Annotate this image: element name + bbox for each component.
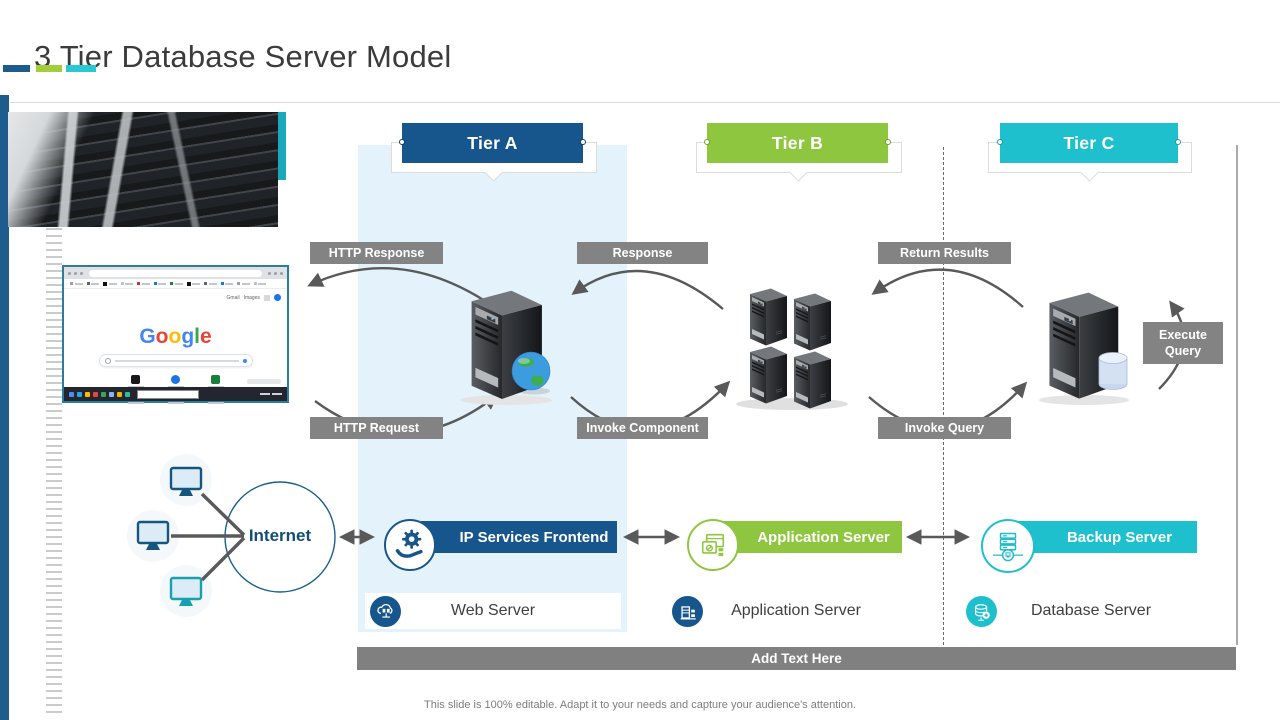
response-label: Response: [577, 242, 708, 264]
header-divider: [10, 102, 1280, 103]
forward-icon: [74, 271, 77, 275]
dash-column: [46, 228, 62, 718]
app-windows-icon: [701, 533, 725, 557]
app-rack-icon: [672, 596, 703, 627]
monitor-icon: [169, 466, 203, 496]
backup-server-bar: Backup Server: [1012, 521, 1197, 553]
photo-accent-bar: [278, 112, 286, 180]
shadow: [1039, 395, 1129, 405]
application-server-badge: [687, 519, 739, 571]
backup-server-badge: [981, 519, 1035, 573]
gmail-link: Gmail: [226, 294, 240, 301]
taskbar-search: [137, 389, 199, 399]
search-icon: [104, 357, 111, 364]
profile-icon: [274, 271, 277, 275]
tier-b-label: Tier B: [771, 132, 824, 153]
application-server-cluster: [750, 288, 831, 409]
invoke-query-label: Invoke Query: [878, 417, 1011, 439]
gear-hand-icon: [395, 529, 423, 558]
database-add-icon: [966, 596, 997, 627]
handle-dot: [885, 139, 891, 145]
handle-dot: [704, 139, 710, 145]
application-server-row: Application Server: [731, 602, 861, 619]
cloud-server-icon: [370, 596, 401, 627]
title-accent-green: [36, 65, 62, 72]
internet-label: Internet: [248, 526, 312, 545]
handle-dot: [1175, 139, 1181, 145]
application-server-bar: Application Server: [713, 521, 902, 553]
right-boundary-line: [1236, 145, 1238, 645]
browser-content: Gmail Images Google: [64, 289, 287, 404]
http-request-label: HTTP Request: [310, 417, 443, 439]
back-icon: [68, 271, 71, 275]
left-accent-bar: [0, 95, 9, 720]
return-results-arc: [871, 268, 1024, 308]
http-response-label: HTTP Response: [310, 242, 443, 264]
return-results-label: Return Results: [878, 242, 1011, 264]
avatar: [274, 294, 281, 301]
handle-dot: [997, 139, 1003, 145]
browser-toolbar: [64, 267, 287, 279]
tier-a-header: Tier A: [399, 123, 586, 163]
menu-icon: [280, 271, 283, 275]
tier-b-header: Tier B: [704, 123, 891, 163]
monitor-icon: [136, 520, 170, 550]
apps-grid-icon: [264, 294, 270, 301]
title-accent-cyan: [66, 65, 96, 72]
search-input: [98, 354, 253, 367]
reload-icon: [80, 271, 83, 275]
google-logo: Google: [139, 325, 212, 348]
tier-c-label: Tier C: [1063, 132, 1115, 153]
database-server-row: Database Server: [1030, 602, 1152, 619]
taskbar: [64, 387, 287, 401]
tier-c-header: Tier C: [997, 123, 1181, 163]
customize-button: [247, 379, 281, 384]
handle-dot: [580, 139, 586, 145]
bookmarks-bar: [64, 279, 287, 289]
monitor-icon: [169, 576, 203, 606]
web-server-row: Web Server: [365, 593, 621, 629]
database-server-tower: [1049, 292, 1119, 399]
shadow: [736, 398, 848, 410]
browser-window: Gmail Images Google: [62, 265, 289, 404]
invoke-component-label: Invoke Component: [577, 417, 708, 439]
footer-note: This slide is 100% editable. Adapt it to…: [424, 699, 856, 711]
title-accent-blue: [3, 65, 30, 72]
google-header-links: Gmail Images: [227, 294, 281, 301]
database-cylinder-icon: [1098, 352, 1128, 390]
extension-icon: [268, 271, 271, 275]
ip-services-frontend-bar: IP Services Frontend: [421, 521, 617, 553]
address-bar: [89, 269, 262, 277]
add-text-placeholder[interactable]: Add Text Here: [357, 647, 1236, 670]
ip-services-badge: [384, 519, 436, 571]
page-title: 3 Tier Database Server Model: [34, 38, 452, 74]
tier-a-label: Tier A: [467, 132, 518, 153]
tier-b-c-separator: [943, 147, 944, 645]
execute-query-label: Execute Query: [1143, 322, 1223, 364]
images-link: Images: [243, 294, 260, 301]
backup-disk-icon: [993, 532, 1023, 562]
system-tray: [260, 393, 282, 395]
server-room-photo: [8, 112, 278, 227]
mic-icon: [242, 358, 247, 363]
start-icon: [69, 391, 74, 397]
handle-dot: [399, 139, 405, 145]
